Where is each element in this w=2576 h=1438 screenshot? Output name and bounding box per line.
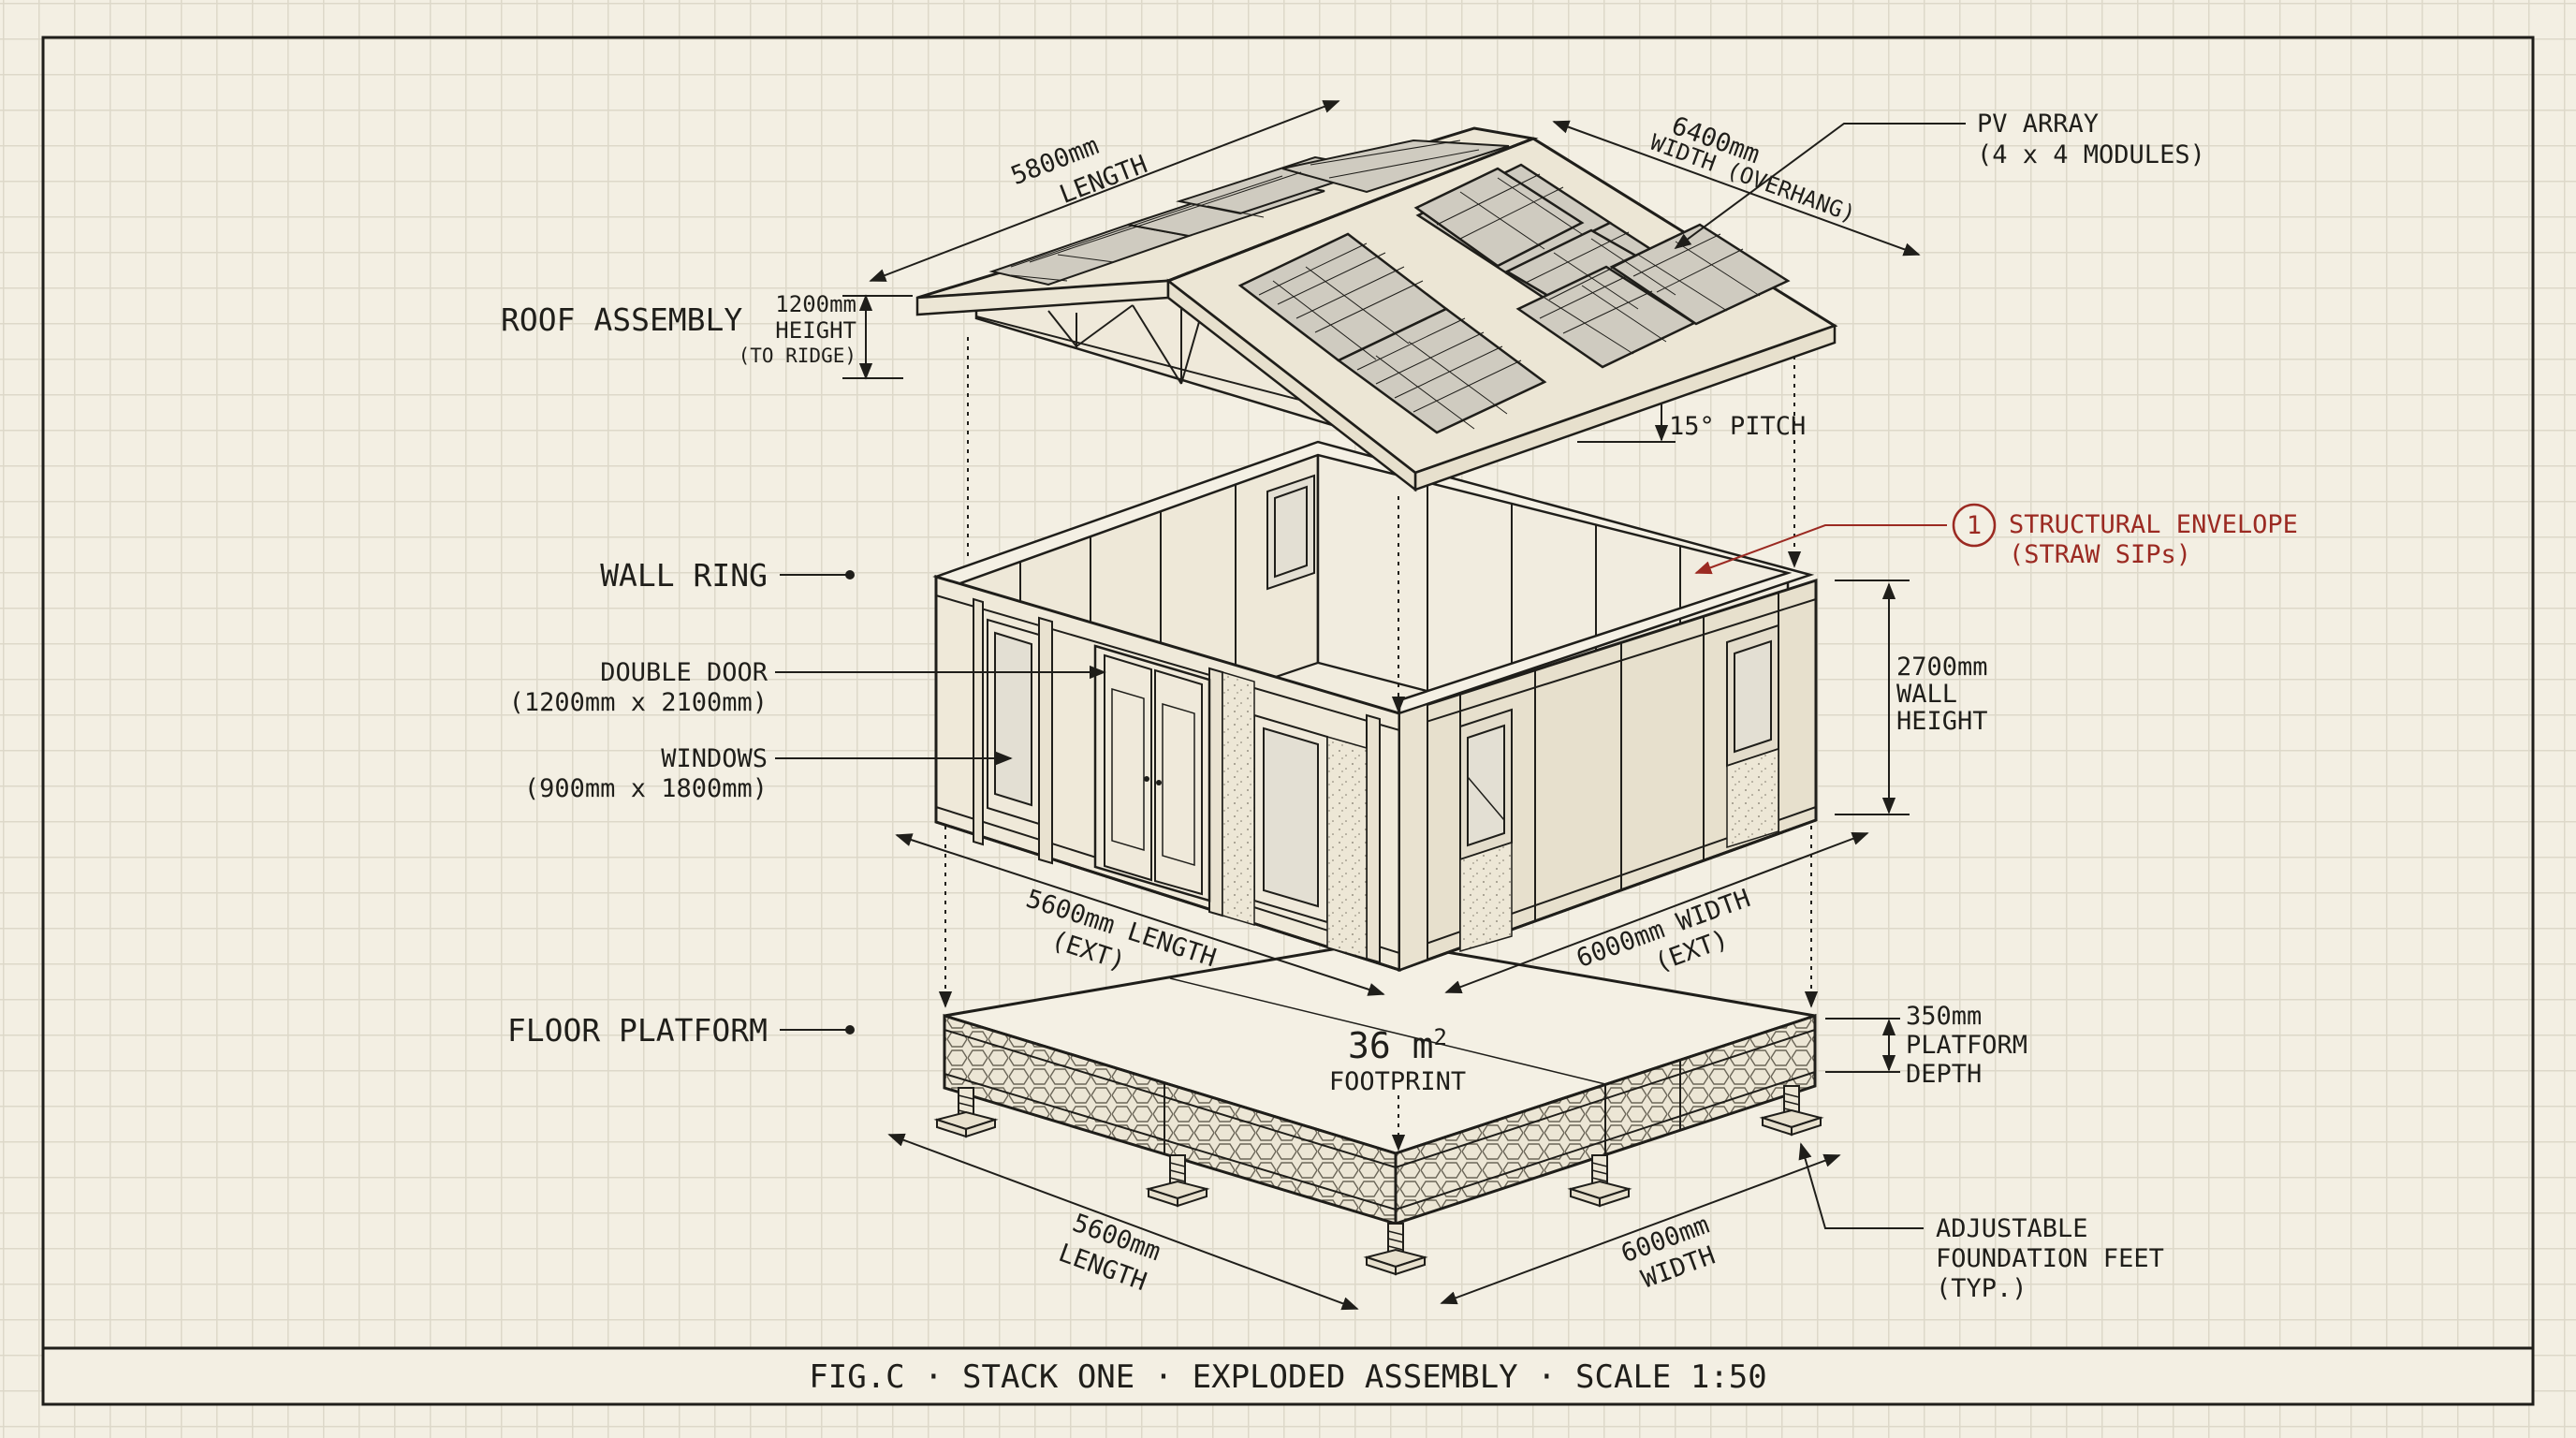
label-feet-line1: ADJUSTABLE	[1936, 1214, 2088, 1243]
label-feet-line2: FOUNDATION FEET	[1936, 1244, 2164, 1273]
label-pv-modules: (4 x 4 MODULES)	[1977, 140, 2205, 169]
label-platform-depth-line3: DEPTH	[1906, 1060, 1982, 1089]
label-roof-assembly: ROOF ASSEMBLY	[501, 301, 742, 338]
label-platform-depth-value: 350mm	[1906, 1002, 1982, 1031]
label-roof-height: HEIGHT	[775, 317, 856, 344]
label-envelope-line1: STRUCTURAL ENVELOPE	[2009, 510, 2298, 539]
label-feet-line3: (TYP.)	[1936, 1274, 2027, 1303]
label-door-size: (1200mm x 2100mm)	[509, 688, 768, 717]
label-floor-area-sup: 2	[1434, 1024, 1447, 1050]
double-door	[1093, 644, 1211, 902]
label-roof-height-note: (TO RIDGE)	[739, 345, 856, 367]
label-roof-height-value: 1200mm	[775, 291, 856, 317]
label-floor-footprint: FOOTPRINT	[1329, 1067, 1466, 1096]
label-roof-pitch: 15° PITCH	[1669, 412, 1806, 441]
label-window-size: (900mm x 1800mm)	[524, 774, 768, 803]
title-block	[41, 1346, 2535, 1406]
dimension-lines	[842, 100, 1921, 1311]
label-wall-height-value: 2700mm	[1896, 653, 1988, 682]
label-wall-height-line2: WALL	[1896, 680, 1957, 709]
leader-lines	[775, 123, 1997, 1229]
label-windows: WINDOWS	[661, 744, 768, 773]
label-platform-depth-line2: PLATFORM	[1906, 1031, 2027, 1060]
label-pv-array: PV ARRAY	[1977, 110, 2099, 139]
label-wall-height-line3: HEIGHT	[1896, 707, 1988, 736]
label-wall-ring: WALL RING	[600, 557, 768, 594]
label-floor-area: 36 m2	[1348, 1024, 1447, 1066]
label-double-door: DOUBLE DOOR	[600, 658, 768, 687]
figure-caption: FIG.C · STACK ONE · EXPLODED ASSEMBLY · …	[809, 1358, 1767, 1396]
label-envelope-number: 1	[1967, 511, 1982, 540]
label-envelope-line2: (STRAW SIPs)	[2009, 540, 2191, 569]
label-floor-platform: FLOOR PLATFORM	[507, 1012, 768, 1049]
